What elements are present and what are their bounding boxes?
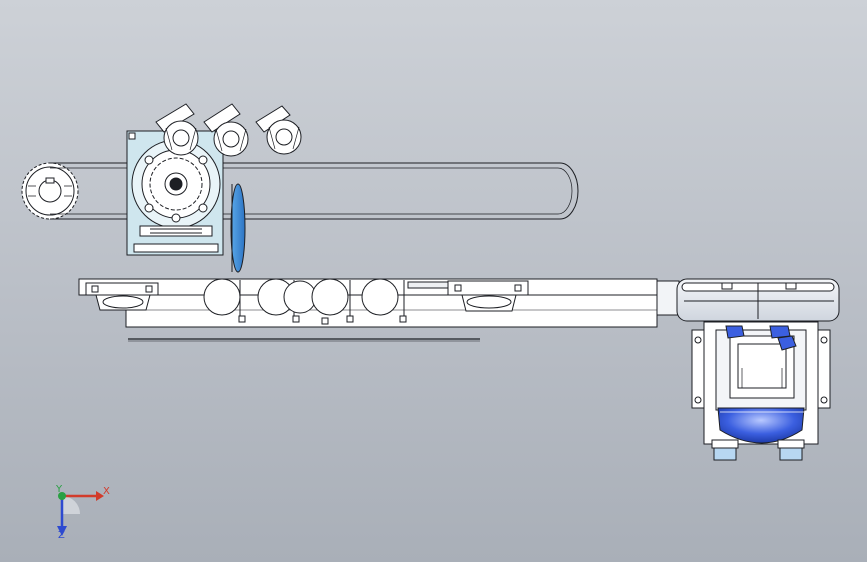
roller-set[interactable] [203,278,449,325]
triad-y-label: Y [56,484,63,495]
left-bearing-block[interactable] [85,282,159,311]
triad-x-label: X [103,486,110,497]
blue-disc[interactable] [230,183,246,273]
blue-clamps[interactable] [725,325,797,351]
tensioner-unit-1[interactable] [155,103,199,156]
drive-sprocket[interactable] [21,162,79,220]
coordinate-triad [57,491,104,536]
y-axis-dot [58,492,66,500]
blue-motor-housing[interactable] [711,407,805,461]
gearbox-housing[interactable] [126,130,224,256]
hopper-bowl[interactable] [676,278,840,322]
right-bearing-block[interactable] [447,280,529,312]
x-axis-arrowhead [96,491,104,501]
tensioner-unit-3[interactable] [255,105,302,155]
drive-chain[interactable] [50,162,579,220]
triad-arc [62,496,80,514]
triad-z-label: Z [58,530,65,541]
tensioner-unit-2[interactable] [203,103,249,157]
z-axis-arrowhead [57,526,67,536]
